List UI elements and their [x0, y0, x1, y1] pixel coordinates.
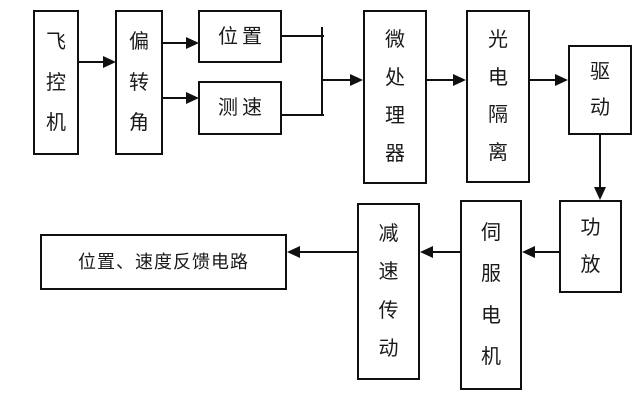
block-opto-isolation-label: 光电隔离 — [488, 28, 508, 165]
block-servo-motor: 伺服电机 — [460, 200, 522, 390]
block-position-label: 位置 — [218, 25, 266, 48]
block-microprocessor-label: 微处理器 — [385, 29, 405, 165]
block-reduction-drive: 减速传动 — [357, 203, 420, 380]
block-power-amplifier: 功放 — [559, 200, 622, 293]
edge-fcc-to-deflection-arrowhead-icon — [103, 56, 116, 68]
edge-opto-to-drive-line — [530, 79, 556, 81]
block-drive-label: 驱动 — [590, 61, 610, 119]
block-flight-control-computer: 飞控机 — [33, 10, 79, 155]
block-drive: 驱动 — [568, 45, 632, 135]
edge-microprocessor-to-opto-arrowhead-icon — [453, 74, 466, 86]
block-deflection-angle: 偏转角 — [115, 10, 163, 155]
block-speed-measurement-label: 测速 — [218, 97, 266, 119]
edge-drive-to-amplifier-line — [599, 135, 601, 188]
edge-deflection-to-position-arrowhead-icon — [186, 37, 199, 49]
edge-reduction-to-feedback-line — [300, 251, 357, 253]
block-feedback-circuit: 位置、速度反馈电路 — [40, 234, 287, 290]
block-servo-motor-label: 伺服电机 — [481, 222, 501, 368]
block-feedback-circuit-label: 位置、速度反馈电路 — [78, 252, 249, 272]
edge-amplifier-to-servo-line — [535, 251, 559, 253]
block-flight-control-computer-label: 飞控机 — [46, 31, 66, 134]
edge-amplifier-to-servo-arrowhead-icon — [522, 246, 535, 258]
block-deflection-angle-label: 偏转角 — [129, 31, 149, 134]
block-opto-isolation: 光电隔离 — [466, 10, 530, 183]
edge-opto-to-drive-arrowhead-icon — [555, 74, 568, 86]
edge-microprocessor-to-opto-line — [427, 79, 454, 81]
edge-servo-to-reduction-arrowhead-icon — [420, 246, 433, 258]
edge-reduction-to-feedback-arrowhead-icon — [287, 246, 300, 258]
edge-deflection-to-speed-arrowhead-icon — [186, 92, 199, 104]
block-reduction-drive-label: 减速传动 — [378, 222, 399, 361]
block-microprocessor: 微处理器 — [363, 10, 427, 184]
block-position: 位置 — [198, 10, 282, 63]
edge-merge-to-microprocessor-line — [322, 79, 351, 81]
edge-servo-to-reduction-line — [433, 251, 460, 253]
edge-merge-bus-line — [321, 27, 323, 116]
edge-speed-out-line — [282, 114, 324, 116]
edge-deflection-to-position-line — [163, 42, 186, 44]
edge-merge-to-microprocessor-arrowhead-icon — [350, 74, 363, 86]
edge-position-out-line — [282, 35, 324, 37]
block-speed-measurement: 测速 — [198, 81, 282, 135]
edge-deflection-to-speed-line — [163, 97, 186, 99]
edge-drive-to-amplifier-arrowhead-icon — [594, 187, 606, 200]
block-power-amplifier-label: 功放 — [580, 217, 601, 276]
edge-fcc-to-deflection-line — [79, 61, 103, 63]
